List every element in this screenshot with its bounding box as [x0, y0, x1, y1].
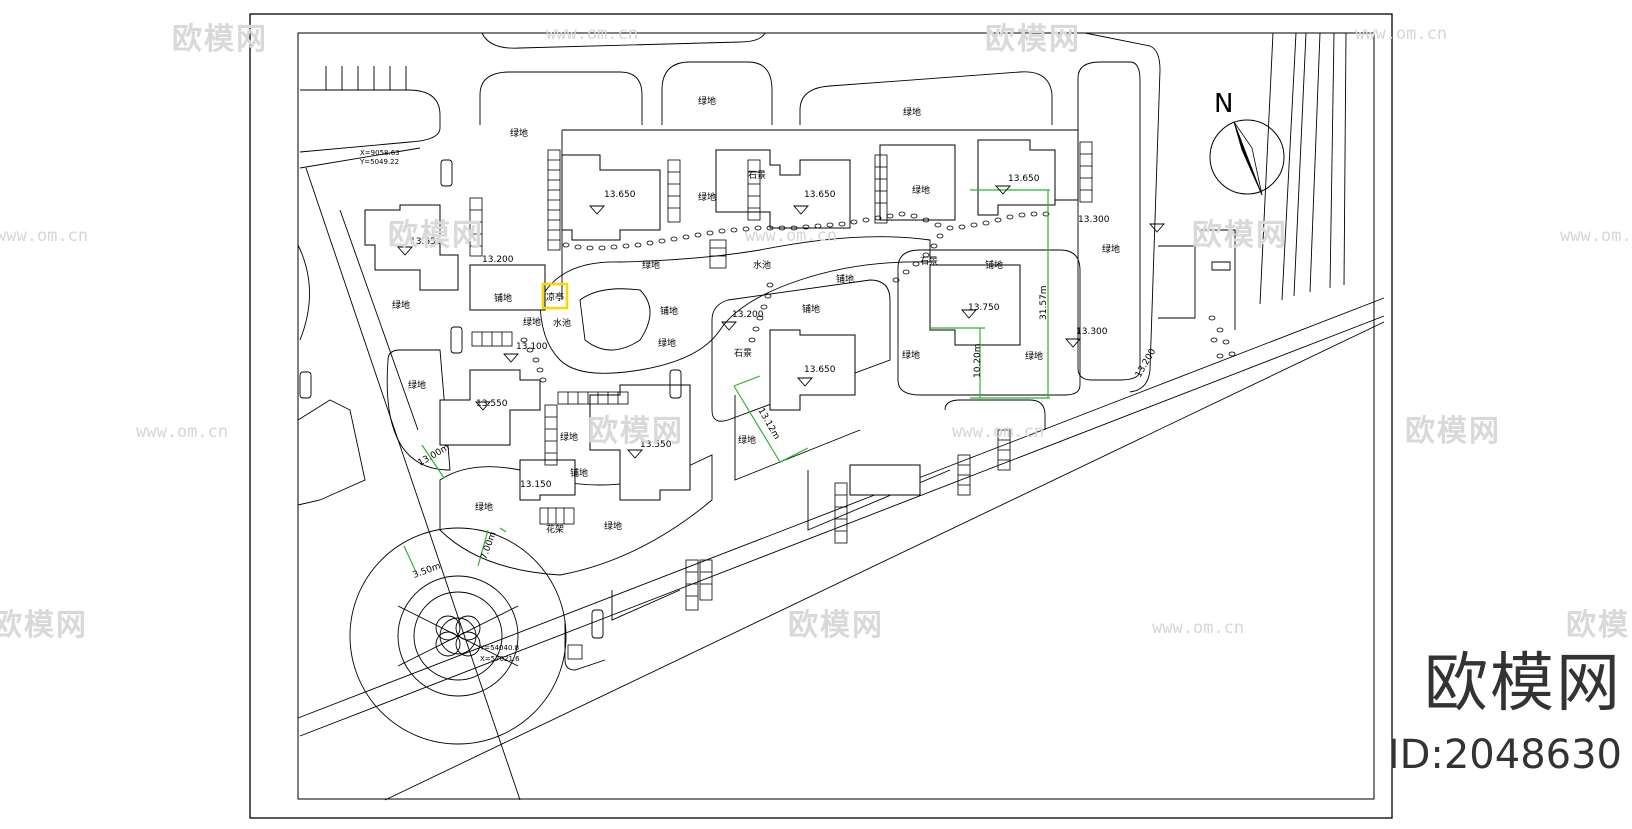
- rock-label: 石景: [920, 256, 938, 267]
- buildings: [364, 139, 1056, 501]
- inner-frame: [297, 32, 1375, 800]
- watermark-url: www.om.cn: [1560, 226, 1632, 246]
- watermark-url: www.om.cn: [952, 422, 1045, 442]
- green-label: 绿地: [738, 434, 756, 446]
- paving-label: 铺地: [570, 467, 588, 479]
- coordinate-y: Y=54040.8: [479, 644, 519, 652]
- watermark-logo: 欧模网: [1405, 414, 1501, 449]
- elevation-value: 13.100: [516, 342, 548, 352]
- dimension-value: 3.50m: [412, 562, 442, 581]
- elevation-value: 13.200: [482, 255, 514, 265]
- watermark-logo: 欧模网: [388, 218, 484, 253]
- dimension-lines: [403, 189, 1050, 573]
- elevation-value: 13.200: [732, 310, 764, 320]
- paving-label: 铺地: [660, 305, 678, 317]
- coordinate-labels: X=9058.63 Y=5049.22 Y=54040.8 X=57021.6: [359, 149, 520, 663]
- elevation-value: 13.150: [520, 480, 552, 490]
- green-label: 绿地: [698, 191, 716, 203]
- watermark-url: www.om.cn: [0, 226, 89, 246]
- paving-label: 铺地: [494, 292, 512, 304]
- watermark-logo: 欧模网: [172, 22, 268, 57]
- green-label: 绿地: [510, 127, 528, 139]
- dimension-value: 7.00m: [479, 531, 498, 561]
- watermark-logo: 欧模网: [1566, 608, 1632, 643]
- pavilion-marker: [541, 282, 569, 310]
- watermark-logo: 欧模网: [788, 608, 884, 643]
- green-label: 绿地: [475, 501, 493, 513]
- trellis-label: 花架: [546, 523, 564, 535]
- green-label: 绿地: [698, 95, 716, 107]
- coordinate-x: X=9058.63: [360, 149, 400, 157]
- green-label: 绿地: [523, 316, 541, 328]
- elevation-markers: [397, 185, 1165, 459]
- elevation-value: 13.650: [604, 190, 636, 200]
- watermark-url: www.om.cn: [136, 422, 229, 442]
- site-linework: [297, 32, 1385, 801]
- watermark-logo: 欧模网: [0, 608, 88, 643]
- watermark-url: www.om.cn: [1152, 618, 1245, 638]
- dimension-value: 10.20m: [973, 343, 983, 378]
- elevation-value: 13.650: [410, 237, 442, 247]
- pavilion-label: 凉亭: [546, 291, 564, 303]
- parking-stripes: [325, 66, 407, 90]
- green-label: 绿地: [912, 184, 930, 196]
- dimension-value: 13.12m: [755, 407, 781, 442]
- dimension-value: 13.00m: [417, 443, 452, 469]
- north-label: N: [1214, 89, 1233, 119]
- stepping-stone-path: [520, 211, 1236, 383]
- elevation-value: 13.650: [1008, 174, 1040, 184]
- rock-label: 石景: [748, 170, 766, 181]
- paving-label: 铺地: [836, 273, 854, 285]
- roundabout: [349, 527, 567, 745]
- watermark-logo: 欧模网: [985, 22, 1081, 57]
- elevation-value: 13.200: [1134, 347, 1159, 380]
- elevation-value: 13.750: [968, 303, 1000, 313]
- elevation-labels: 13.650 13.650 13.650 13.650 13.650 13.75…: [410, 174, 1158, 490]
- green-label: 绿地: [658, 337, 676, 349]
- coordinate-y: Y=5049.22: [359, 158, 399, 166]
- brand-name: 欧模网: [1424, 647, 1622, 721]
- green-label: 绿地: [903, 106, 921, 118]
- watermark-url: www.om.cn: [1355, 24, 1448, 44]
- green-label: 绿地: [408, 379, 426, 391]
- green-label: 绿地: [392, 299, 410, 311]
- elevation-value: 13.650: [804, 365, 836, 375]
- dimension-value: 31.57m: [1039, 285, 1049, 320]
- watermark-url: www.om.cn: [546, 24, 639, 44]
- paving-label: 铺地: [802, 303, 820, 315]
- paving-label: 铺地: [985, 259, 1003, 271]
- brand-id: ID:2048630: [1387, 732, 1622, 778]
- stair-hatching: [469, 141, 1093, 660]
- pond-label: 水池: [753, 259, 771, 271]
- green-label: 绿地: [902, 349, 920, 361]
- coordinate-x: X=57021.6: [480, 655, 520, 663]
- rock-label: 石景: [734, 348, 752, 359]
- elevation-value: 13.550: [476, 399, 508, 409]
- watermark-url: www.om.cn: [745, 226, 838, 246]
- watermark-logo: 欧模网: [1192, 218, 1288, 253]
- green-label: 绿地: [1102, 243, 1120, 255]
- outer-frame: [249, 13, 1393, 819]
- green-label: 绿地: [560, 431, 578, 443]
- north-arrow: [1209, 119, 1285, 196]
- elevation-value: 13.650: [804, 190, 836, 200]
- green-label: 绿地: [1025, 350, 1043, 362]
- elevation-value: 13.550: [640, 440, 672, 450]
- elevation-value: 13.300: [1078, 215, 1110, 225]
- green-label: 绿地: [642, 259, 660, 271]
- elevation-value: 13.300: [1076, 327, 1108, 337]
- watermark-logo: 欧模网: [588, 414, 684, 449]
- map-labels: 绿地 绿地 绿地 绿地 绿地 绿地 绿地 绿地 绿地 绿地 绿地 绿地 绿地 绿…: [392, 95, 1120, 535]
- parked-cars: [299, 159, 682, 639]
- pond-label: 水池: [553, 317, 571, 329]
- green-label: 绿地: [604, 520, 622, 532]
